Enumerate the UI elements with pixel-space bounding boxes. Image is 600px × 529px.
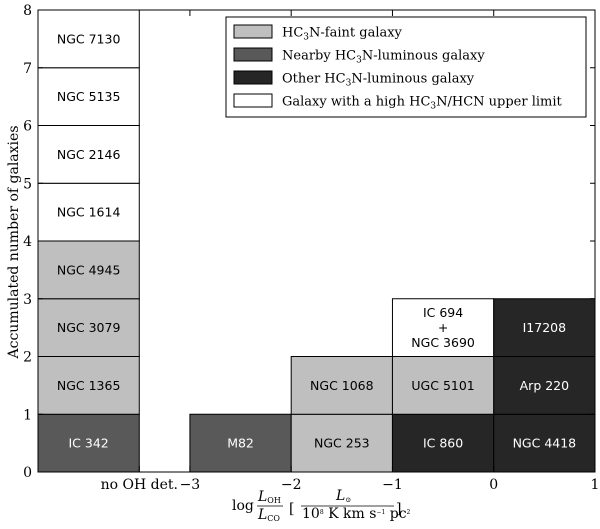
bar-block: NGC 7130 — [37, 9, 140, 69]
y-tick-label: 4 — [23, 234, 32, 250]
bar-label: NGC 4945 — [57, 262, 121, 277]
bar-label: NGC 1068 — [310, 378, 374, 393]
y-tick-label: 1 — [23, 407, 32, 423]
legend-entry: Nearby HC3N-luminous galaxy — [233, 47, 485, 66]
bar-block: NGC 1068 — [290, 356, 393, 415]
y-tick-label: 3 — [23, 292, 32, 308]
bar-block: NGC 2146 — [37, 125, 140, 184]
x-tick-label: 1 — [591, 477, 600, 493]
legend-entry: Other HC3N-luminous galaxy — [233, 70, 475, 89]
bar-label: NGC 4418 — [513, 436, 577, 451]
legend-swatch — [233, 24, 273, 39]
legend-label: HC3N-faint galaxy — [282, 26, 403, 43]
x-label-bracket-open: [ — [289, 501, 294, 517]
bar-rect — [37, 182, 140, 242]
legend-label: Other HC3N-luminous galaxy — [282, 72, 475, 89]
y-tick-label: 5 — [23, 176, 32, 192]
bar-block: NGC 3079 — [37, 298, 140, 357]
bar-block: M82 — [189, 413, 292, 473]
bar-label: + — [438, 320, 448, 335]
legend-swatch — [233, 70, 273, 85]
bar-rect — [493, 298, 596, 357]
y-tick-label: 6 — [23, 119, 32, 135]
bar-label: NGC 1365 — [57, 378, 121, 393]
x-label-den: LCO — [257, 507, 280, 523]
bar-rect — [391, 298, 495, 357]
legend-label: Nearby HC3N-luminous galaxy — [282, 49, 485, 66]
axis-ticks: 0 1 2 3 4 5 6 7 8 −3 −2 −1 0 1 no OH det. — [23, 3, 599, 493]
bar-label: I17208 — [523, 320, 566, 335]
bar-label: IC 342 — [69, 436, 109, 451]
bar-label: IC 694 — [423, 305, 463, 320]
bar-block: I17208 — [493, 298, 596, 357]
bar-label: NGC 3079 — [57, 320, 121, 335]
bar-label: NGC 7130 — [57, 31, 121, 46]
bar-block: NGC 5135 — [37, 67, 140, 126]
x-label-prefix: log — [232, 498, 254, 514]
legend-label: Galaxy with a high HC3N/HCN upper limit — [282, 95, 563, 112]
x-label-num: LOH — [257, 489, 281, 505]
bar-rect — [37, 67, 140, 126]
x-category-tick-label: no OH det. — [101, 477, 178, 493]
bar-block: NGC 1614 — [37, 182, 140, 242]
y-tick-label: 2 — [23, 350, 32, 366]
legend-entry: HC3N-faint galaxy — [233, 24, 403, 43]
x-label-bracket-close: ] — [396, 501, 401, 517]
legend-swatch — [233, 93, 273, 108]
bar-label: Arp 220 — [520, 378, 570, 393]
bar-rect — [37, 413, 140, 473]
bar-rect — [37, 125, 140, 184]
bar-block: IC 694+NGC 3690 — [391, 298, 495, 357]
bar-label: M82 — [227, 436, 254, 451]
x-tick-label: −3 — [180, 477, 201, 493]
bar-rect — [391, 356, 495, 415]
bar-block: NGC 4945 — [37, 240, 140, 300]
bar-block: IC 342 — [37, 413, 140, 473]
x-label-unit-num: L⊙ — [335, 488, 351, 504]
bar-rect — [189, 413, 292, 473]
bar-rect — [37, 356, 140, 415]
bar-rect — [493, 413, 596, 473]
bar-label: NGC 1614 — [57, 205, 121, 220]
x-tick-label: 0 — [489, 477, 498, 493]
bar-block: Arp 220 — [493, 356, 596, 415]
bar-rect — [290, 413, 393, 473]
legend-entry: Galaxy with a high HC3N/HCN upper limit — [233, 93, 563, 112]
bar-rect — [290, 356, 393, 415]
bar-label: NGC 3690 — [411, 335, 475, 350]
bar-block: IC 860 — [391, 413, 495, 473]
bar-label: UGC 5101 — [411, 378, 474, 393]
legend-swatch — [233, 47, 273, 62]
bar-label: NGC 5135 — [57, 89, 121, 104]
y-tick-label: 0 — [23, 465, 32, 481]
bar-block: NGC 1365 — [37, 356, 140, 415]
y-tick-label: 8 — [23, 3, 32, 19]
x-axis-label: log LOH LCO [ L⊙ 108 K km s−1 pc2 ] — [232, 488, 411, 523]
bar-rect — [37, 298, 140, 357]
y-tick-label: 7 — [23, 61, 32, 77]
legend-box — [225, 16, 587, 118]
bar-block: UGC 5101 — [391, 356, 495, 415]
bar-block: NGC 253 — [290, 413, 393, 473]
x-tick-label: −2 — [281, 477, 302, 493]
x-tick-label: −1 — [382, 477, 403, 493]
y-axis-label: Accumulated number of galaxies — [6, 126, 22, 360]
bar-label: NGC 2146 — [57, 147, 121, 162]
bar-label: IC 860 — [423, 436, 463, 451]
bar-label: NGC 253 — [314, 436, 370, 451]
x-label-unit-den: 108 K km s−1 pc2 — [302, 506, 411, 522]
bar-block: NGC 4418 — [493, 413, 596, 473]
